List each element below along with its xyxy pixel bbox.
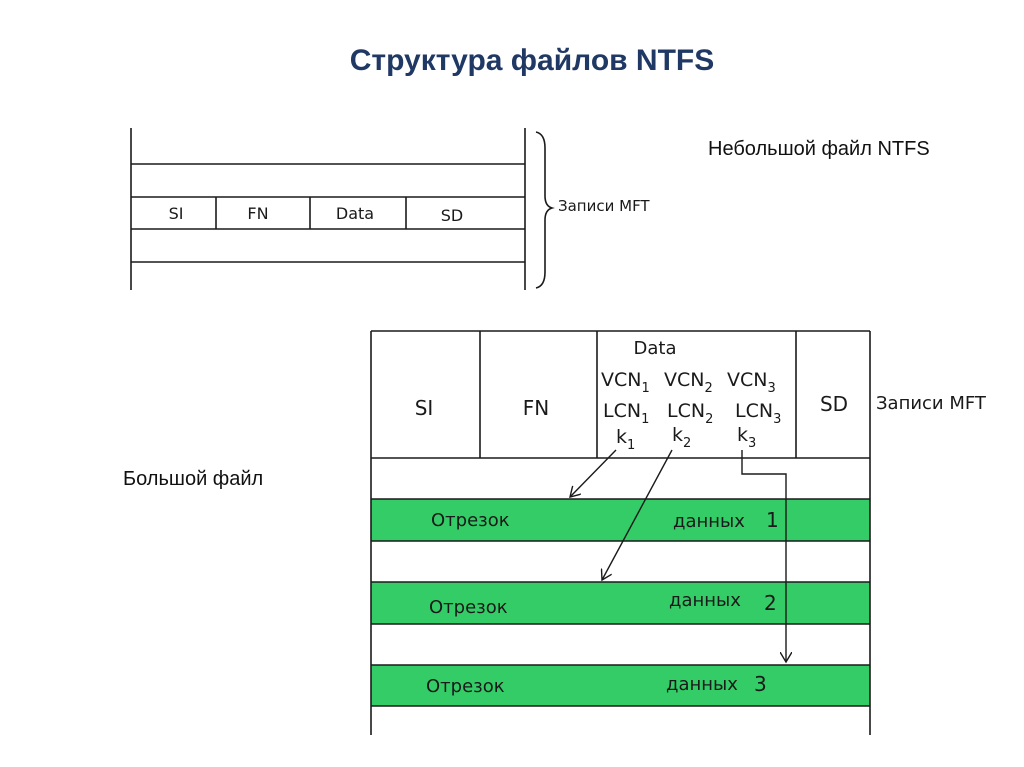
segment-labels: Отрезок данных 1 Отрезок данных 2 Отрезо… bbox=[426, 508, 779, 697]
small-field-data: Data bbox=[336, 204, 374, 223]
segment-1-word2: данных bbox=[673, 511, 745, 532]
large-field-fn: FN bbox=[523, 396, 549, 420]
small-file-fields: SI FN Data SD bbox=[169, 204, 464, 225]
segment-2-word1: Отрезок bbox=[429, 597, 508, 618]
vcn-row: VCN1 VCN2 VCN3 bbox=[601, 369, 776, 396]
segment-3-word1: Отрезок bbox=[426, 676, 505, 697]
data-segment-3-band bbox=[371, 665, 870, 706]
small-field-si: SI bbox=[169, 204, 184, 223]
large-file-mft-table bbox=[370, 330, 871, 735]
segment-3-word2: данных bbox=[666, 674, 738, 695]
lcn-1-label: LCN1 bbox=[603, 400, 649, 427]
vcn-2-label: VCN2 bbox=[664, 369, 713, 396]
pointer-arrows bbox=[570, 449, 786, 662]
segment-2-number: 2 bbox=[764, 591, 777, 615]
segment-1-word1: Отрезок bbox=[431, 510, 510, 531]
k-2-label: k2 bbox=[672, 424, 691, 451]
arrow-k1-to-segment-1 bbox=[570, 449, 617, 497]
large-file-segments bbox=[371, 499, 870, 706]
lcn-row: LCN1 LCN2 LCN3 bbox=[603, 400, 781, 427]
k-1-label: k1 bbox=[616, 426, 635, 453]
large-file-fields: SI FN SD Data bbox=[415, 338, 848, 420]
small-mft-records-label: Записи MFT bbox=[558, 197, 650, 215]
arrow-k2-to-segment-2 bbox=[602, 449, 673, 580]
page-title: Структура файлов NTFS bbox=[349, 44, 715, 77]
small-file-caption: Небольшой файл NTFS bbox=[708, 138, 930, 160]
mft-records-brace bbox=[535, 131, 555, 289]
vcn-1-label: VCN1 bbox=[601, 369, 650, 396]
vcn-3-label: VCN3 bbox=[727, 369, 776, 396]
large-mft-records-label: Записи MFT bbox=[876, 393, 987, 414]
segment-3-number: 3 bbox=[754, 672, 767, 696]
segment-2-word2: данных bbox=[669, 590, 741, 611]
large-field-sd: SD bbox=[820, 392, 848, 416]
small-field-sd: SD bbox=[441, 206, 463, 225]
small-file-mft-table bbox=[130, 128, 555, 290]
large-file-caption: Большой файл bbox=[123, 468, 264, 490]
lcn-2-label: LCN2 bbox=[667, 400, 713, 427]
arrow-k3-to-segment-3 bbox=[741, 450, 786, 662]
data-cell-header: Data bbox=[634, 338, 677, 359]
segment-1-number: 1 bbox=[766, 508, 779, 532]
data-segment-2-band bbox=[371, 582, 870, 624]
data-segment-1-band bbox=[371, 499, 870, 541]
large-field-si: SI bbox=[415, 396, 434, 420]
k-3-label: k3 bbox=[737, 424, 756, 451]
k-row: k1 k2 k3 bbox=[616, 424, 756, 453]
small-field-fn: FN bbox=[247, 204, 268, 223]
lcn-3-label: LCN3 bbox=[735, 400, 781, 427]
